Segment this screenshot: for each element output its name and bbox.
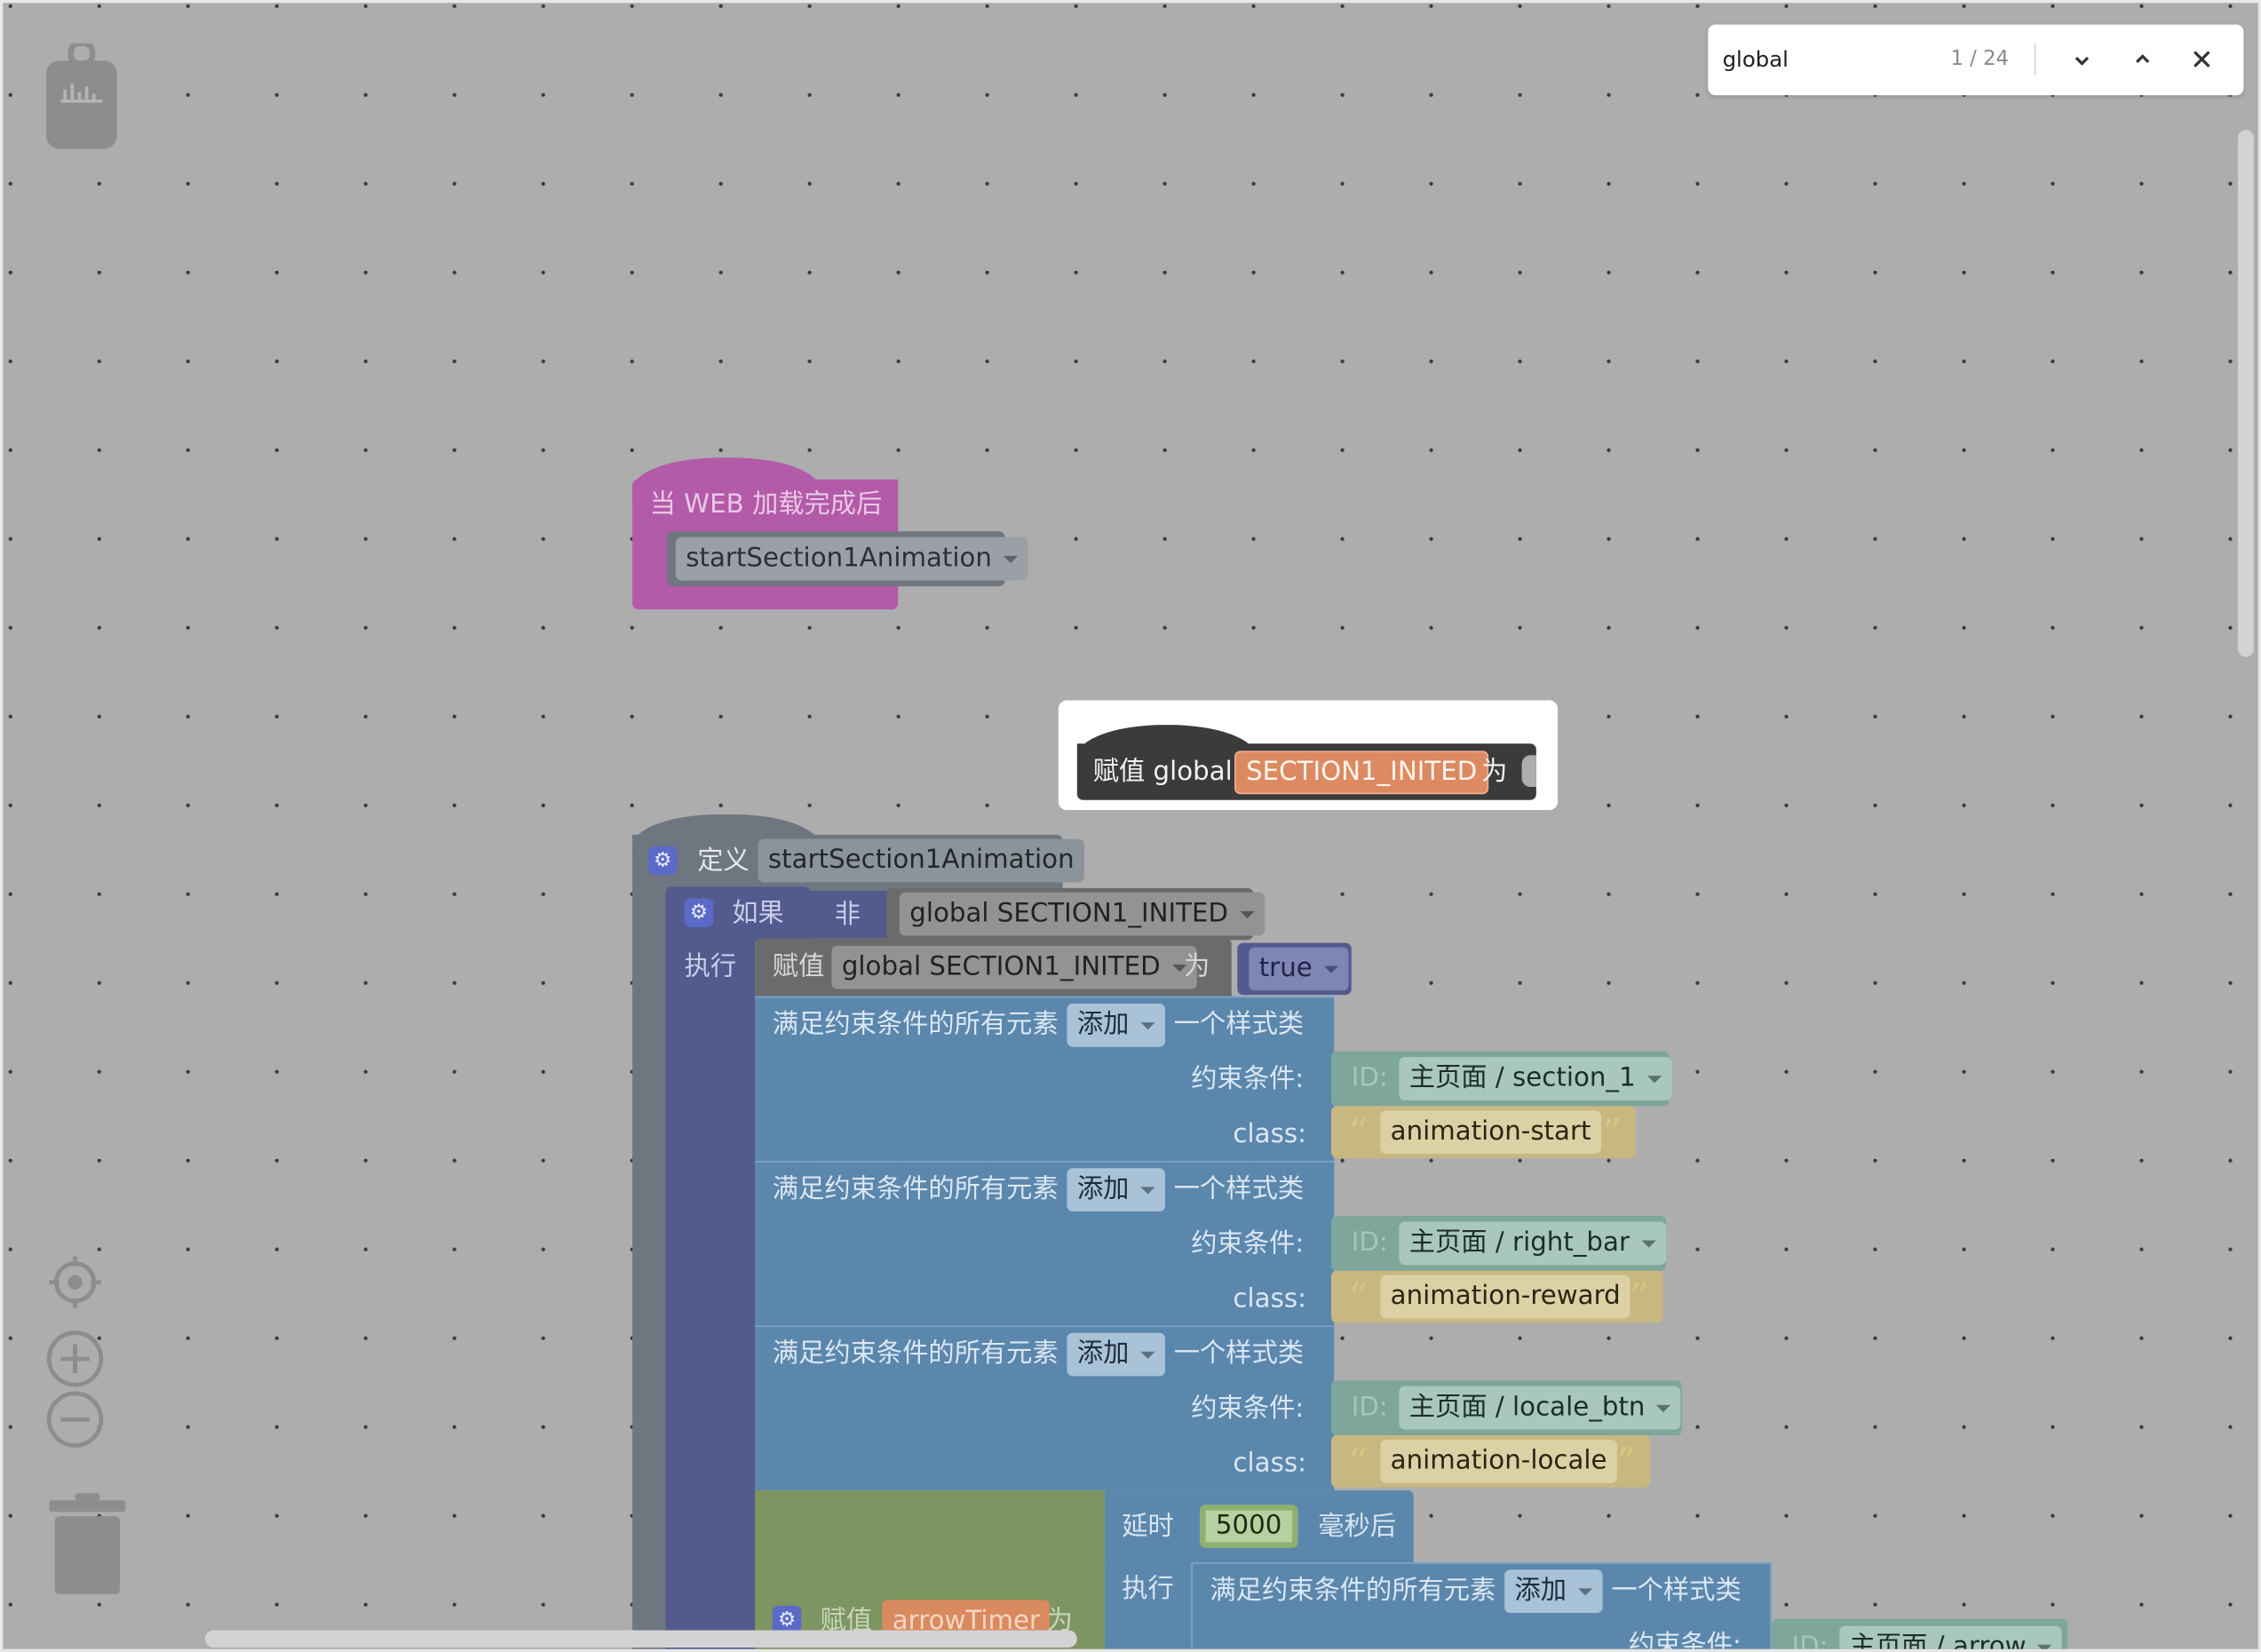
style-class-tail: 一个样式类 <box>1173 1009 1305 1040</box>
style-class-action-dropdown[interactable]: 添加 <box>1067 1168 1166 1212</box>
element-id-block[interactable]: ID: 主页面 / locale_btn <box>1330 1380 1683 1436</box>
event-label: 当 WEB 加载完成后 <box>649 489 883 520</box>
timer-gear-icon[interactable] <box>772 1605 802 1635</box>
find-match-count: 1 / 24 <box>1950 47 2010 71</box>
chevron-down-icon[interactable] <box>2069 48 2095 74</box>
style-class-title: 满足约束条件的所有元素 <box>772 1338 1059 1370</box>
vertical-scrollbar[interactable] <box>2237 130 2254 657</box>
condition-variable-dropdown[interactable]: global SECTION1_INITED <box>899 892 1265 936</box>
element-id-block[interactable]: ID: 主页面 / right_bar <box>1330 1215 1667 1271</box>
class-string-block[interactable]: “ animation-reward ” <box>1330 1270 1663 1323</box>
zoom-out-icon[interactable] <box>44 1389 105 1449</box>
close-quote-icon: ” <box>1616 1441 1637 1485</box>
call-procedure-block[interactable]: startSection1Animation <box>667 531 1028 587</box>
id-tag: ID: <box>1351 1227 1388 1259</box>
do-label: 执行 <box>684 951 737 982</box>
style-class-tail: 一个样式类 <box>1173 1173 1305 1204</box>
id-tag: ID: <box>1351 1392 1388 1423</box>
add-style-class-block[interactable]: 满足约束条件的所有元素 添加 一个样式类 约束条件: class: <box>755 996 1335 1162</box>
if-block[interactable]: 如果 <box>665 886 811 942</box>
arrow-constraint-label: 约束条件: <box>1628 1630 1741 1652</box>
delay-do-spine: 执行 <box>1104 1559 1194 1649</box>
procedure-body-spine <box>632 889 670 1649</box>
backpack-icon[interactable] <box>46 40 117 149</box>
set-variable-block[interactable]: 赋值 global SECTION1_INITED 为 <box>755 938 1232 997</box>
set-global-prefix: 赋值 global <box>1092 756 1233 788</box>
class-string-block[interactable]: “ animation-start ” <box>1330 1106 1637 1158</box>
true-dropdown[interactable]: true <box>1249 947 1349 991</box>
constraint-label: 约束条件: <box>1191 1228 1305 1259</box>
value-input-notch <box>1521 755 1536 788</box>
condition-variable-block[interactable]: global SECTION1_INITED <box>886 887 1265 941</box>
set-global-block[interactable]: 赋值 global SECTION1_INITED 为 <box>1076 743 1536 800</box>
add-style-class-block[interactable]: 满足约束条件的所有元素 添加 一个样式类 约束条件: class: <box>755 1325 1335 1490</box>
class-string-field[interactable]: animation-start <box>1380 1110 1601 1155</box>
id-tag: ID: <box>1351 1062 1388 1093</box>
define-label: 定义 <box>697 846 750 877</box>
chevron-up-icon[interactable] <box>2130 46 2155 72</box>
open-quote-icon: “ <box>1348 1276 1368 1320</box>
zoom-in-icon[interactable] <box>44 1329 105 1389</box>
add-style-class-block[interactable]: 满足约束条件的所有元素 添加 一个样式类 约束条件: class: <box>755 1161 1335 1326</box>
set-to-label: 为 <box>1184 951 1210 982</box>
open-quote-icon: “ <box>1348 1441 1368 1485</box>
class-string-block[interactable]: “ animation-locale ” <box>1330 1435 1651 1488</box>
class-label: class: <box>1233 1448 1306 1479</box>
arrow-id-tag: ID: <box>1791 1632 1829 1652</box>
global-var-field[interactable]: SECTION1_INITED <box>1234 751 1489 795</box>
set-variable-dropdown[interactable]: global SECTION1_INITED <box>831 945 1197 989</box>
style-class-action-dropdown[interactable]: 添加 <box>1067 1332 1166 1377</box>
element-id-dropdown[interactable]: 主页面 / section_1 <box>1399 1057 1672 1100</box>
procedure-dropdown[interactable]: startSection1Animation <box>675 536 1028 581</box>
close-quote-icon: ” <box>1630 1276 1649 1320</box>
element-id-block[interactable]: ID: 主页面 / section_1 <box>1330 1051 1672 1107</box>
find-bar: global 1 / 24 <box>1708 24 2244 96</box>
if-gear-icon[interactable] <box>684 898 714 927</box>
constraint-label: 约束条件: <box>1191 1393 1305 1425</box>
procedure-gear-icon[interactable] <box>647 846 678 876</box>
arrow-id-block[interactable]: ID: 主页面 / arrow <box>1771 1618 2068 1652</box>
class-label: class: <box>1233 1283 1306 1314</box>
element-id-dropdown[interactable]: 主页面 / right_bar <box>1399 1221 1666 1266</box>
style-class-title: 满足约束条件的所有元素 <box>772 1173 1059 1204</box>
if-do-spine: 执行 <box>665 938 756 1649</box>
element-id-dropdown[interactable]: 主页面 / locale_btn <box>1399 1386 1682 1430</box>
style-class-action-dropdown[interactable]: 添加 <box>1067 1003 1166 1047</box>
set-timer-block[interactable]: 赋值 arrowTimer 为 <box>755 1489 1105 1649</box>
delay-value-field[interactable]: 5000 <box>1200 1505 1298 1548</box>
timer-to-label: 为 <box>1046 1605 1073 1637</box>
class-string-field[interactable]: animation-reward <box>1380 1275 1631 1319</box>
close-icon[interactable] <box>2189 46 2215 72</box>
find-divider <box>2034 43 2036 75</box>
find-input[interactable]: global <box>1722 46 1789 73</box>
trash-icon[interactable] <box>49 1493 126 1594</box>
arrow-class-tail: 一个样式类 <box>1611 1575 1741 1606</box>
arrow-class-block[interactable]: 满足约束条件的所有元素 添加 一个样式类 约束条件: <box>1191 1562 1772 1652</box>
style-class-tail: 一个样式类 <box>1173 1338 1305 1370</box>
arrow-id-dropdown[interactable]: 主页面 / arrow <box>1839 1625 2063 1649</box>
horizontal-scrollbar[interactable] <box>204 1630 1077 1648</box>
constraint-label: 约束条件: <box>1191 1064 1305 1095</box>
timer-set-label: 赋值 <box>820 1605 872 1637</box>
arrow-class-title: 满足约束条件的所有元素 <box>1210 1575 1496 1606</box>
set-global-suffix: 为 <box>1481 756 1508 788</box>
true-block[interactable]: true <box>1237 942 1352 996</box>
procedure-definition-block[interactable]: 定义 startSection1Animation <box>632 834 1085 893</box>
not-label: 非 <box>834 899 861 931</box>
procedure-name-field[interactable]: startSection1Animation <box>758 838 1085 883</box>
recenter-icon[interactable] <box>46 1253 104 1311</box>
set-label: 赋值 <box>772 951 825 982</box>
open-quote-icon: “ <box>1348 1111 1368 1156</box>
style-class-title: 满足约束条件的所有元素 <box>772 1009 1059 1040</box>
delay-block[interactable]: 延时 5000 毫秒后 <box>1104 1489 1414 1563</box>
arrow-class-action-dropdown[interactable]: 添加 <box>1504 1569 1603 1614</box>
close-quote-icon: ” <box>1602 1111 1622 1156</box>
delay-label: 延时 <box>1122 1512 1174 1543</box>
class-label: class: <box>1233 1118 1306 1150</box>
if-label: 如果 <box>732 898 784 929</box>
delay-do-label: 执行 <box>1122 1574 1174 1605</box>
delay-after-label: 毫秒后 <box>1318 1512 1397 1543</box>
class-string-field[interactable]: animation-locale <box>1380 1439 1617 1483</box>
